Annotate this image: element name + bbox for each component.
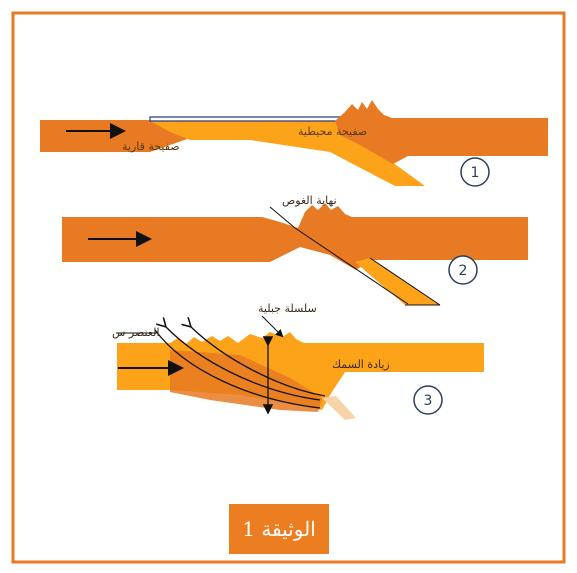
ocean-water — [149, 116, 341, 122]
continental-plate-right — [335, 100, 548, 164]
subduction-end-label: نهاية الغوص — [282, 194, 337, 207]
thickening-label: زيادة السمك — [332, 358, 390, 371]
stage2-number-circle — [448, 255, 478, 285]
slab-edge — [294, 227, 409, 305]
thrust-fault-1 — [154, 329, 321, 409]
document-title: الوثيقة 1 — [242, 517, 316, 541]
stage2-plate — [62, 203, 528, 270]
continental-plate-label: صفيحة قارية — [122, 140, 180, 153]
mountain-pointer — [261, 315, 284, 338]
document-title-box — [229, 504, 329, 554]
thrust-fault-3 — [190, 326, 326, 397]
oceanic-plate-label: صفيحة محيطية — [298, 125, 367, 138]
outer-frame — [11, 11, 566, 564]
stage-3: العنصر س سلسلة جبلية زيادة السمك 3 — [112, 302, 484, 420]
subduction-end-pointer — [269, 206, 296, 229]
mountain-range-label: سلسلة جبلية — [258, 302, 317, 315]
oceanic-plate — [150, 121, 425, 186]
slab-remnant — [322, 396, 356, 420]
stage2-number: 2 — [459, 263, 468, 279]
stage3-number-circle — [413, 385, 443, 415]
crust-root — [170, 350, 322, 412]
subducted-slab — [355, 258, 440, 305]
stage-1: صفيحة قارية صفيحة محيطية 1 — [40, 100, 548, 187]
stage1-number-circle — [460, 157, 490, 187]
thrust-fault-2 — [165, 326, 321, 401]
stage3-number: 3 — [424, 393, 433, 409]
stage-2: نهاية الغوص 2 — [62, 194, 528, 306]
slab-bottom — [369, 257, 441, 306]
stage1-number: 1 — [471, 165, 480, 181]
